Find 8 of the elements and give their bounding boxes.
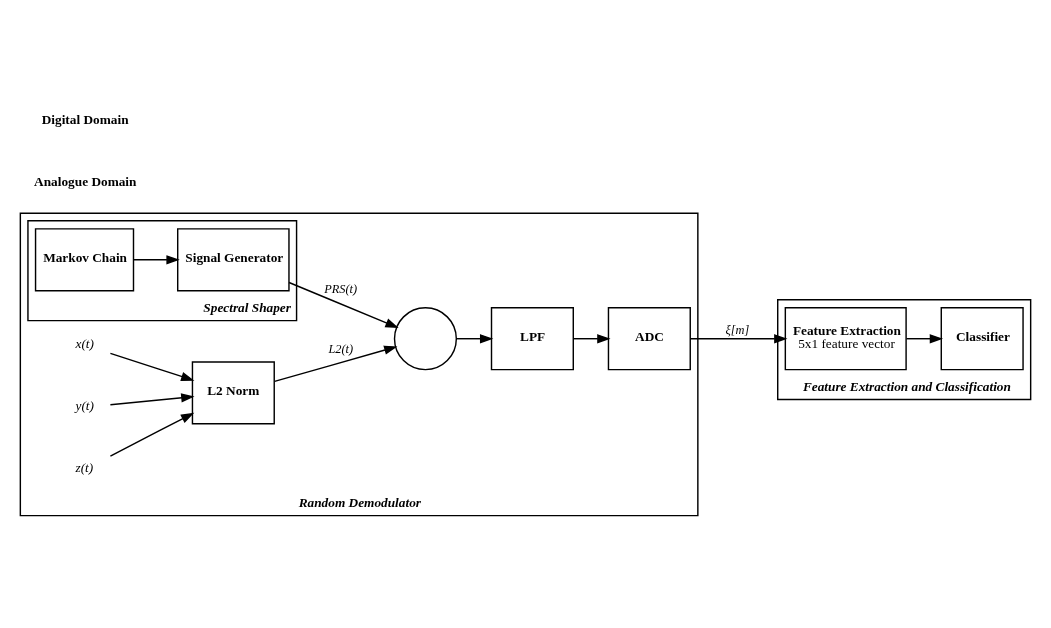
edge-label: L2(t) (328, 342, 354, 357)
label: Digital Domain (41, 112, 129, 128)
edge-label: PRS(t) (324, 282, 358, 297)
label: Analogue Domain (34, 174, 137, 190)
edge-label: ξ[m] (725, 323, 750, 338)
node-text: x(t) (75, 335, 94, 351)
node-text: z(t) (75, 459, 94, 475)
node-text: y(t) (75, 397, 94, 413)
